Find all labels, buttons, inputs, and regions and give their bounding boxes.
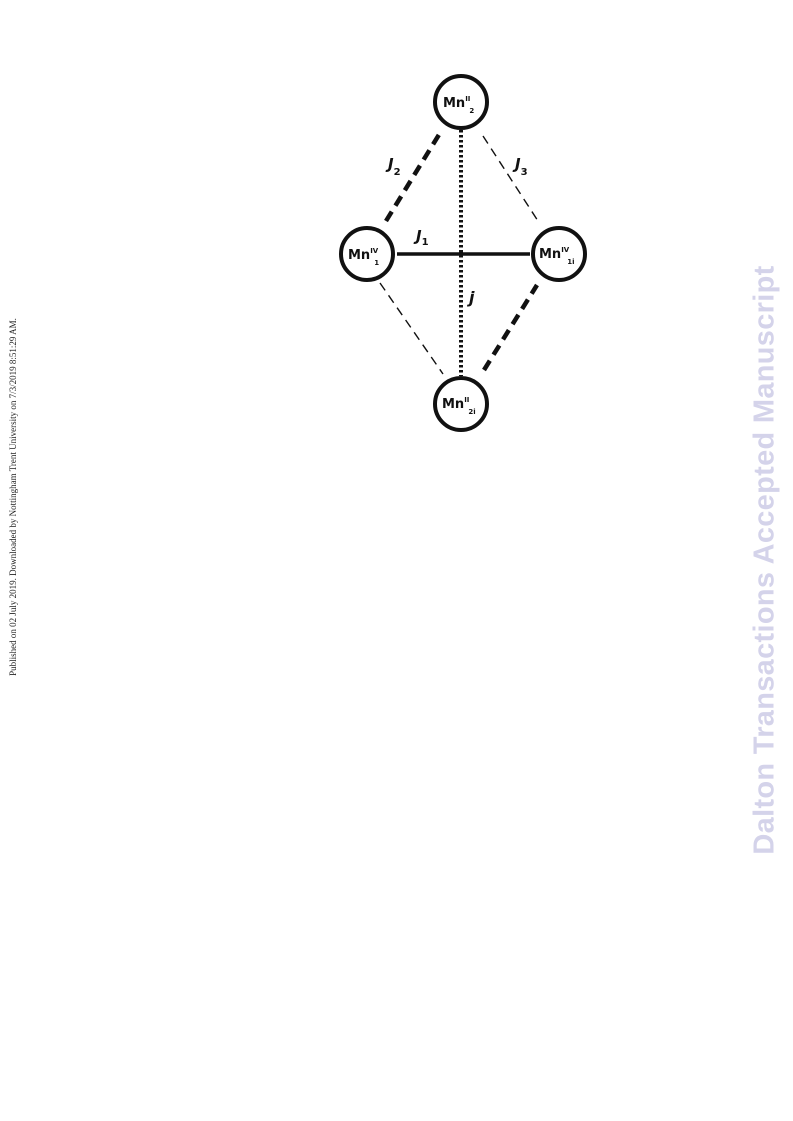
edge-j2-lower — [482, 283, 539, 372]
node-mn2-sup: II — [465, 95, 470, 103]
label-j2-sub: 2 — [394, 167, 401, 178]
svg-text:MnII2: MnII 2 — [443, 95, 474, 115]
label-j3-sub: 3 — [521, 167, 528, 178]
node-mn2i: MnII 2i — [433, 376, 489, 432]
node-mn2-sub: 2 — [469, 107, 474, 115]
node-mn1i-base: Mn — [539, 247, 561, 262]
node-mn1i-sup: IV — [561, 246, 570, 254]
node-mn1i-sub: 1i — [567, 258, 574, 266]
node-mn1i: MnIV 1i — [531, 226, 587, 282]
node-mn2i-sup: II — [464, 396, 469, 404]
label-j-base: j — [466, 288, 475, 307]
node-mn1: MnIV 1 — [339, 226, 395, 282]
node-mn1-sup: IV — [370, 247, 379, 255]
node-mn2-base: Mn — [443, 96, 465, 111]
svg-text:MnII2i: MnII 2i — [442, 396, 476, 416]
label-j3-base: J — [512, 155, 521, 173]
label-j1-sub: 1 — [422, 237, 429, 248]
node-mn1-base: Mn — [348, 248, 370, 263]
label-j3: J3 — [512, 155, 528, 178]
node-mn1-sub: 1 — [374, 259, 379, 267]
edge-j3-upper — [482, 135, 539, 222]
node-mn2i-base: Mn — [442, 397, 464, 412]
node-mn2: MnII 2 — [433, 74, 489, 130]
label-j2: J2 — [385, 155, 401, 178]
publication-note-text: Published on 02 July 2019. Downloaded by… — [8, 318, 18, 676]
label-j: j — [466, 288, 475, 307]
label-j1-base: J — [413, 227, 422, 245]
label-j1: J1 — [413, 227, 429, 248]
edge-j3-lower — [379, 282, 444, 375]
label-j2-base: J — [385, 155, 394, 173]
journal-watermark-text: Dalton Transactions Accepted Manuscript — [748, 265, 781, 855]
node-mn2i-sub: 2i — [468, 408, 475, 416]
